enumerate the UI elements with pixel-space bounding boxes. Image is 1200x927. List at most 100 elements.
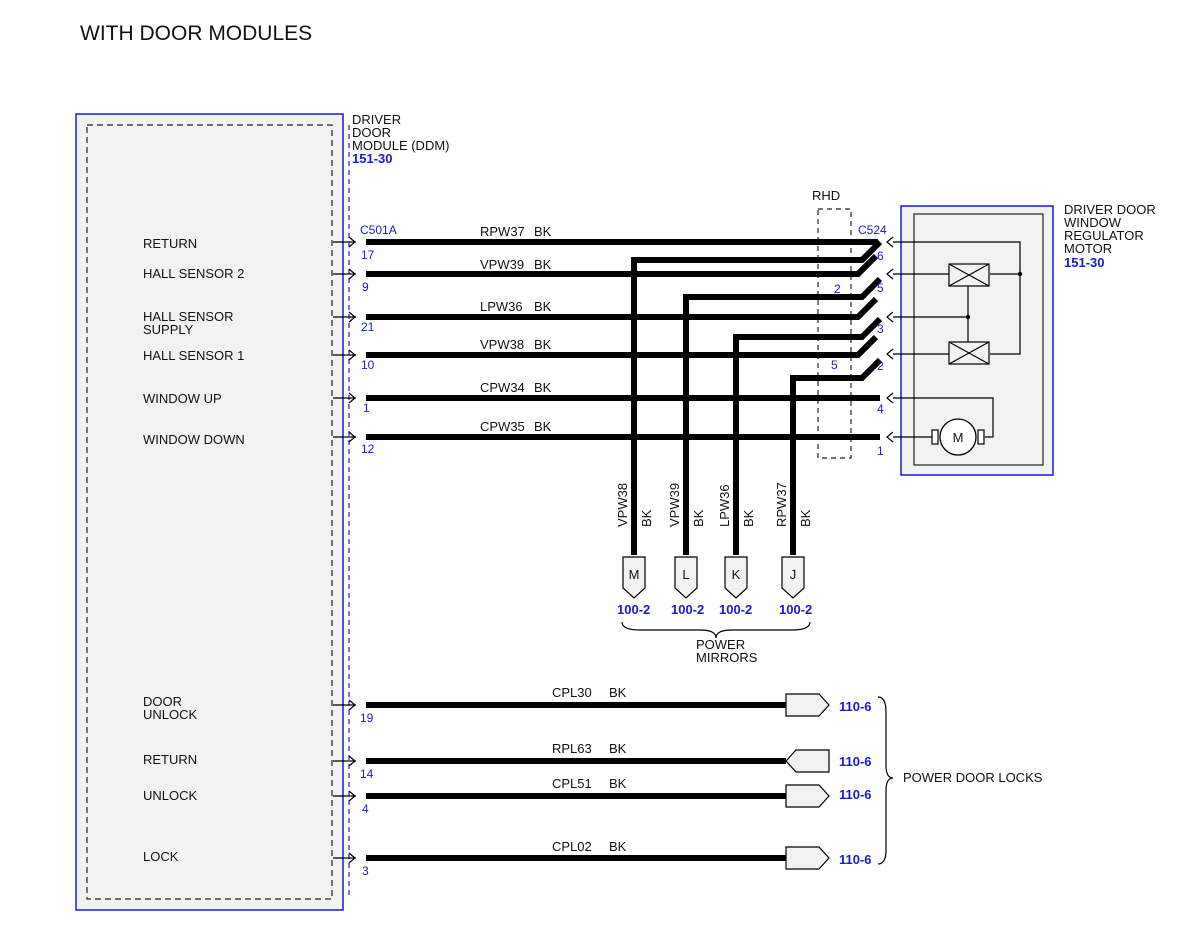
motor-pin: 3	[877, 322, 884, 336]
ddm-pin-label: UNLOCK	[143, 707, 198, 722]
wire-lpw36	[366, 296, 879, 320]
lock-connector	[785, 784, 830, 808]
motor-pin: 4	[877, 402, 884, 416]
motor-pin: 1	[877, 444, 884, 458]
mirror-connectors: M L K J 100-2 100-2 100-2 100-2 POWER MI…	[617, 556, 812, 665]
lock-ref-link[interactable]: 110-6	[839, 787, 872, 802]
wire-color: BK	[534, 299, 552, 314]
motor-symbol: M	[953, 430, 964, 445]
wire-circuit: CPL51	[552, 776, 592, 791]
rhd-label: RHD	[812, 188, 840, 203]
ddm-pin-number: 21	[361, 320, 375, 334]
wire-circuit: LPW36	[480, 299, 523, 314]
ddm-pin-number: 4	[362, 802, 369, 816]
mirror-ref-link[interactable]: 100-2	[779, 602, 812, 617]
wire-circuit: VPW39	[480, 257, 524, 272]
wire-color: BK	[609, 741, 627, 756]
ddm-name-1: DRIVER	[352, 112, 401, 127]
lock-wire-labels: CPL30 BK RPL63 BK CPL51 BK CPL02 BK	[552, 685, 627, 854]
mirror-ref-link[interactable]: 100-2	[719, 602, 752, 617]
rhd-pin: 2	[834, 282, 841, 296]
wire-color: BK	[609, 685, 627, 700]
window-wires	[366, 239, 883, 555]
connector-pin: J	[790, 567, 797, 582]
driver-door-module: DRIVER DOOR MODULE (DDM) 151-30 C501A	[75, 112, 450, 911]
window-regulator-motor: DRIVER DOOR WINDOW REGULATOR MOTOR 151-3…	[858, 202, 1156, 476]
motor-name-1: DRIVER DOOR	[1064, 202, 1156, 217]
lock-ref-link[interactable]: 110-6	[839, 754, 872, 769]
wire-vpw38	[366, 334, 879, 358]
power-door-locks-label: POWER DOOR LOCKS	[903, 770, 1043, 785]
ddm-pin-number: 3	[362, 864, 369, 878]
motor-ref-link[interactable]: 151-30	[1064, 255, 1104, 270]
ddm-name-2: DOOR	[352, 125, 391, 140]
wire-circuit: CPL30	[552, 685, 592, 700]
ddm-pin-number: 1	[363, 401, 370, 415]
mirror-branch-labels: VPW38 BK VPW39 BK LPW36 BK RPW37 BK	[615, 482, 813, 527]
motor-name-4: MOTOR	[1064, 241, 1112, 256]
lock-ref-link[interactable]: 110-6	[839, 852, 872, 867]
mirror-ref-link[interactable]: 100-2	[671, 602, 704, 617]
wire-circuit: RPW37	[480, 224, 525, 239]
wire-color: BK	[534, 380, 552, 395]
ddm-pin-chevrons	[333, 236, 356, 864]
ddm-pin-label: HALL SENSOR 1	[143, 348, 244, 363]
ddm-pin-label: RETURN	[143, 236, 197, 251]
wire-color: BK	[534, 337, 552, 352]
branch-color: BK	[691, 509, 706, 527]
branch-color: BK	[741, 509, 756, 527]
ddm-pin-label: WINDOW UP	[143, 391, 222, 406]
motor-connector-id: C524	[858, 223, 887, 237]
ddm-pin-label: HALL SENSOR	[143, 309, 234, 324]
mirror-connector-j: J	[781, 556, 805, 599]
branch-circuit: VPW39	[667, 483, 682, 527]
ddm-pin-number: 19	[360, 711, 374, 725]
ddm-pin-number: 9	[362, 280, 369, 294]
ddm-connector-id: C501A	[360, 223, 397, 237]
window-wire-labels: RPW37 BK VPW39 BK LPW36 BK VPW38 BK CPW3…	[480, 224, 552, 434]
ddm-pin-label: LOCK	[143, 849, 179, 864]
lock-connector	[785, 749, 830, 773]
wire-circuit: CPW35	[480, 419, 525, 434]
wire-color: BK	[609, 839, 627, 854]
wire-circuit: CPW34	[480, 380, 525, 395]
motor-icon: M	[931, 418, 985, 456]
wire-color: BK	[534, 224, 552, 239]
ddm-pin-label: DOOR	[143, 694, 182, 709]
branch-color: BK	[639, 509, 654, 527]
lock-connector	[785, 846, 830, 870]
lock-ref-link[interactable]: 110-6	[839, 699, 872, 714]
mirror-ref-link[interactable]: 100-2	[617, 602, 650, 617]
wire-vpw39	[366, 253, 879, 277]
motor-pin: 5	[877, 281, 884, 295]
ddm-name-3: MODULE (DDM)	[352, 138, 450, 153]
branch-rpw37	[790, 375, 850, 555]
lock-connectors: 110-6 110-6 110-6 110-6 POWER DOOR LOCKS	[785, 693, 1043, 870]
ddm-pin-labels: RETURN HALL SENSOR 2 HALL SENSOR SUPPLY …	[143, 236, 245, 864]
lock-wires	[366, 702, 786, 861]
ddm-pin-label: UNLOCK	[143, 788, 198, 803]
wire-color: BK	[534, 257, 552, 272]
rhd-box: RHD 2 5	[812, 188, 852, 459]
ddm-pin-label: SUPPLY	[143, 322, 194, 337]
motor-name-3: REGULATOR	[1064, 228, 1144, 243]
wire-color: BK	[609, 776, 627, 791]
ddm-pin-number: 10	[361, 358, 375, 372]
mirror-connector-k: K	[724, 556, 748, 599]
ddm-pin-label: WINDOW DOWN	[143, 432, 245, 447]
mirror-connector-m: M	[622, 556, 646, 599]
ddm-pin-label: RETURN	[143, 752, 197, 767]
rhd-pin: 5	[831, 358, 838, 372]
ddm-ref-link[interactable]: 151-30	[352, 151, 392, 166]
branch-lpw36	[733, 334, 850, 555]
ddm-pin-number: 17	[361, 248, 375, 262]
branch-vpw38	[631, 257, 850, 555]
motor-pin: 6	[877, 249, 884, 263]
hall-sensor-icon	[948, 263, 990, 287]
motor-name-2: WINDOW	[1064, 215, 1122, 230]
mirrors-label-2: MIRRORS	[696, 650, 758, 665]
connector-pin: K	[732, 567, 741, 582]
branch-color: BK	[798, 509, 813, 527]
branch-circuit: RPW37	[774, 482, 789, 527]
